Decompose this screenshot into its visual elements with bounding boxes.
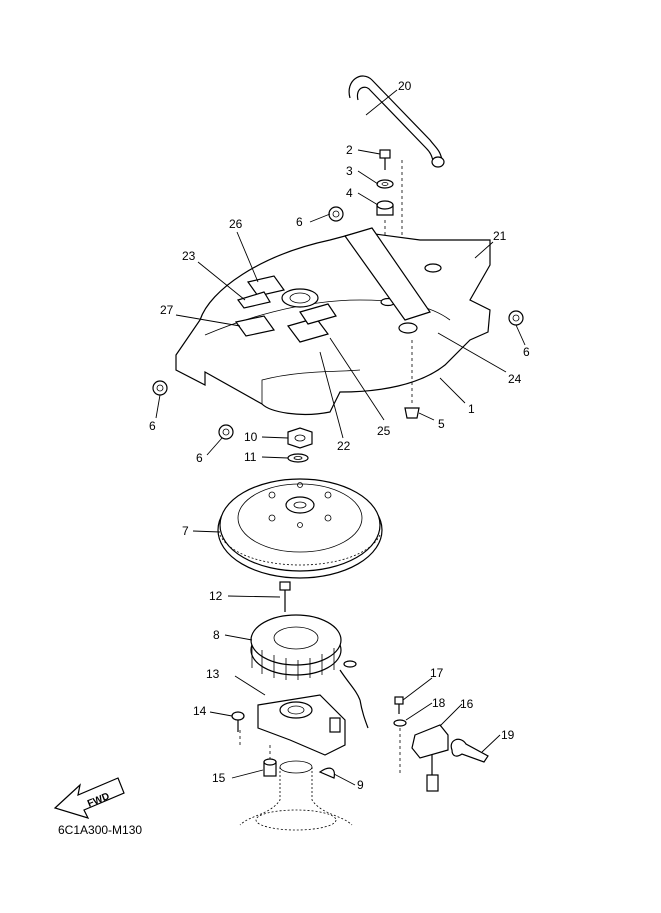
callout-6-left: 6 (149, 419, 156, 433)
leader-lines (155, 89, 526, 786)
flywheel-part (217, 478, 383, 579)
screw-14 (231, 711, 245, 732)
nut-washer (287, 427, 313, 463)
callout-labels: 20 2 3 4 6 26 21 23 27 6 24 1 6 5 25 22 … (149, 79, 530, 792)
woodruff-key-9 (318, 767, 335, 779)
callout-3: 3 (346, 164, 353, 178)
callout-5: 5 (438, 417, 445, 431)
callout-27: 27 (160, 303, 174, 317)
hose-part (348, 75, 445, 168)
stator-part (250, 614, 361, 701)
grommet-right (508, 310, 524, 326)
callout-19: 19 (501, 728, 515, 742)
callout-15: 15 (212, 771, 226, 785)
callout-12: 12 (209, 589, 223, 603)
callout-25: 25 (377, 424, 391, 438)
callout-8: 8 (213, 628, 220, 642)
collar-15 (263, 758, 277, 777)
bolt-12 (279, 581, 291, 612)
callout-17: 17 (430, 666, 444, 680)
callout-20: 20 (398, 79, 412, 93)
crankshaft-stub (239, 760, 353, 831)
callout-6-top: 6 (296, 215, 303, 229)
callout-7: 7 (182, 524, 189, 538)
callout-10: 10 (244, 430, 258, 444)
callout-1: 1 (468, 402, 475, 416)
callout-24: 24 (508, 372, 522, 386)
callout-6-bottom: 6 (196, 451, 203, 465)
callout-9: 9 (357, 778, 364, 792)
callout-4: 4 (346, 186, 353, 200)
grommet-parts (152, 206, 524, 440)
callout-16: 16 (460, 697, 474, 711)
grommet-top (328, 206, 344, 222)
callout-18: 18 (432, 696, 446, 710)
callout-23: 23 (182, 249, 196, 263)
grommet-left (152, 380, 168, 396)
callout-22: 22 (337, 439, 351, 453)
callout-14: 14 (193, 704, 207, 718)
grommet-bottom (218, 424, 234, 440)
callout-11: 11 (244, 450, 257, 464)
callout-2: 2 (346, 143, 353, 157)
drawing-code: 6C1A300-M130 (58, 823, 142, 837)
callout-6-right: 6 (523, 345, 530, 359)
callout-21: 21 (493, 229, 507, 243)
fwd-arrow-icon: FWD (53, 777, 125, 819)
callout-13: 13 (206, 667, 220, 681)
coil-assembly (393, 696, 489, 792)
flywheel-cover-part (175, 227, 491, 419)
stator-base-part (239, 694, 369, 762)
callout-26: 26 (229, 217, 243, 231)
